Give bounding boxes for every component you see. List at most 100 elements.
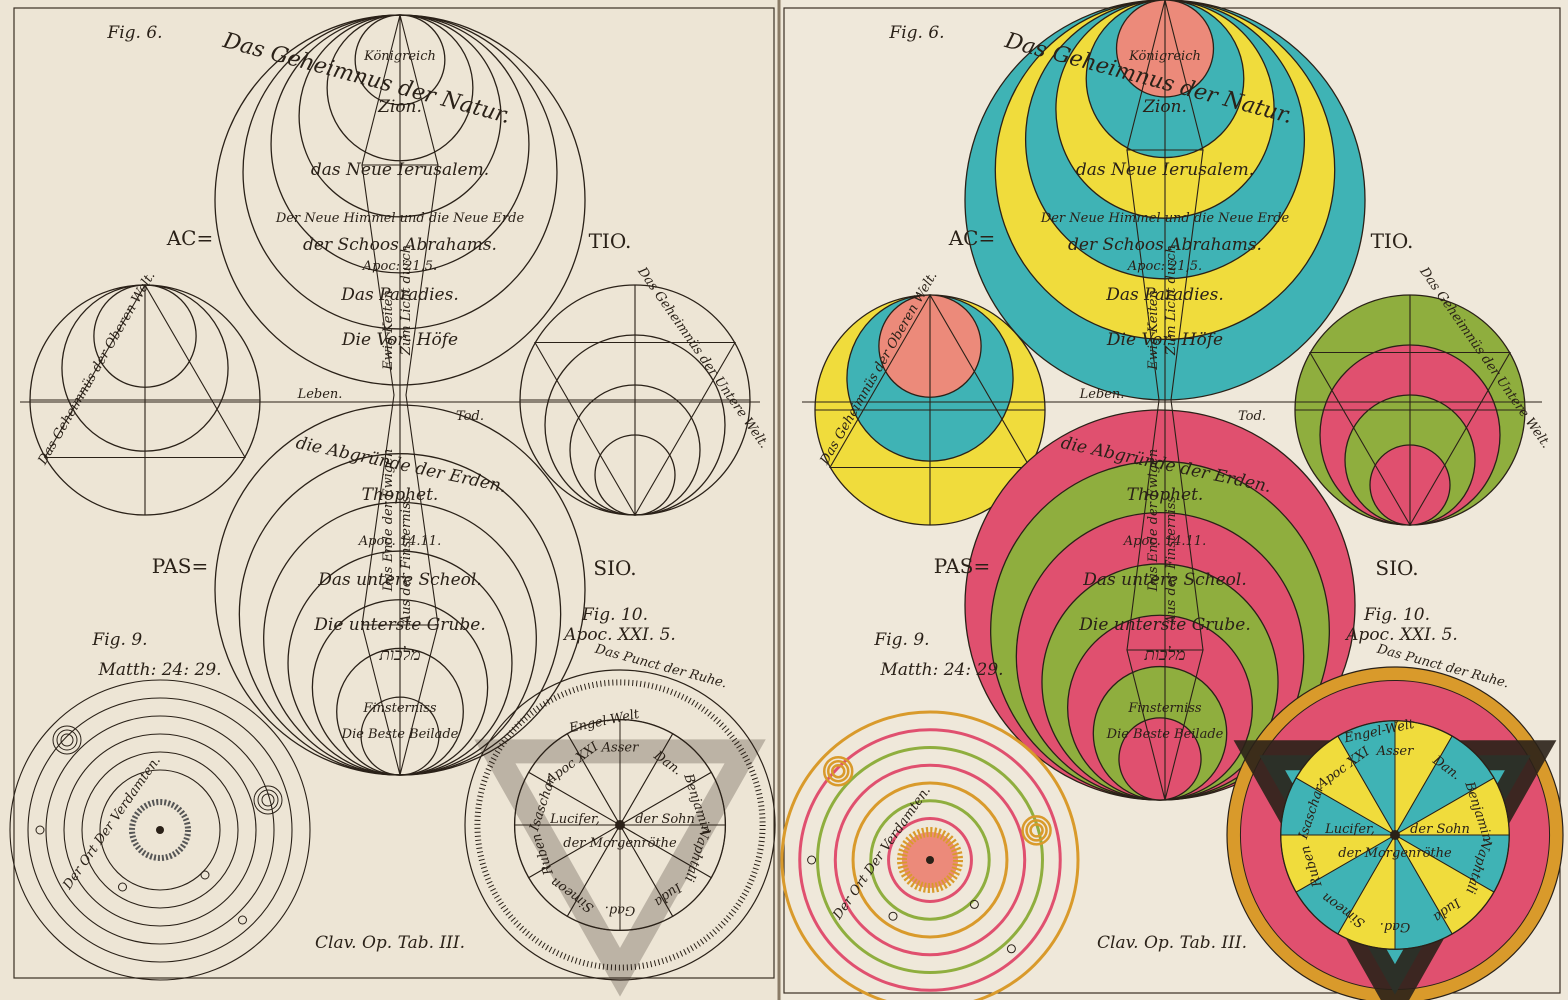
orbit [9,679,311,981]
right-tophet-label: Thophet. [1127,485,1204,505]
left-life-label: Leben. [297,387,343,402]
orbit [869,799,991,921]
center-point [1390,830,1400,840]
left-tribe-label: Gad. [605,903,636,918]
right-plate-label: Clav. Op. Tab. III. [1097,933,1247,953]
right-end-eternal-label: Das Ende der Ewigen [1146,449,1161,593]
left-morning-label: der Morgenröthe [563,836,677,851]
orbit [816,746,1044,974]
right-abraham-label: der Schoos Abrahams. [1068,235,1262,255]
right-fig9-ref: Matth: 24: 29. [879,660,1003,680]
right-apoc21-label: Apoc: 21,5. [1127,259,1202,274]
orbit [780,710,1080,1000]
funnel-line [361,164,395,626]
sun-center [156,826,164,834]
small-planet-icon [35,825,45,835]
left-pas-label: PAS= [152,554,209,578]
left-darkness-label: Finsterniss [362,701,437,716]
right-apoc14-label: Apoc. 14.11. [1123,534,1206,549]
planet-icon [56,729,78,751]
left-tophet-label: Thophet. [362,485,439,505]
funnel-line [405,164,439,626]
right-fig6-label: Fig. 6. [888,23,944,43]
small-planet-icon [200,870,210,880]
right-fig9-diagram [780,710,1080,1000]
right-tribe-label: Asser [1376,744,1414,759]
planet-icon [826,759,850,783]
left-death-label: Tod. [456,409,484,424]
right-lower-world-lines [1295,295,1525,527]
right-upper-world-lines [815,293,1045,525]
left-lucifer-label: Lucifer, [549,812,600,827]
right-from-darkness-label: Aus der Finsterniss [1164,496,1179,625]
small-planet-icon [888,911,898,921]
right-fig10-ref: Apoc. XXI. 5. [1344,625,1458,645]
left-from-darkness-label: Aus der Finsterniss [399,496,414,625]
apex-triangle [1126,649,1204,801]
orbit [798,728,1062,992]
planet-icon [257,789,279,811]
left-pit-label: Die unterste Grube. [313,615,485,635]
right-bottom-label: Die Beste Beilade [1106,727,1224,742]
left-fig10-label: Fig. 10. [581,605,648,625]
planet-icon [822,755,854,787]
left-fig10-diagram [464,669,776,997]
orbit [81,751,239,909]
apex-triangle [361,14,439,166]
planet-icon [1021,815,1052,846]
right-sio-label: SIO. [1375,556,1418,580]
left-bottom-label: Die Beste Beilade [341,727,459,742]
apex-triangle [361,624,439,776]
left-scheol-label: Das untere Scheol. [317,570,482,590]
right-pit-label: Die unterste Grube. [1078,615,1250,635]
right-to-light-label: Zum Licht durch [1164,245,1179,356]
left-to-light-label: Zum Licht durch [399,245,414,356]
left-ac-label: AC= [166,226,214,250]
right-courts-label: Die Vor- Höfe [1106,330,1223,350]
left-frame [13,7,775,979]
inner-ring [1280,720,1510,950]
left-fig6-label: Fig. 6. [106,23,162,43]
left-plate-label: Clav. Op. Tab. III. [315,933,465,953]
left-hourglass [361,14,439,776]
right-son-label: der Sohn [1410,822,1470,837]
hatched-ring [474,679,766,971]
center-point [615,820,625,830]
left-tribe-label: Asser [601,741,639,756]
outer-ring [464,669,776,981]
left-eternities-label: Ewig Keiten [381,290,396,371]
small-planet-icon [807,855,817,865]
left-end-eternal-label: Das Ende der Ewigen [381,449,396,593]
left-fig10-ref: Apoc. XXI. 5. [562,625,676,645]
right-kingdom-label: Königreich [1128,49,1201,64]
left-paradise-label: Das Paradies. [340,285,458,305]
funnel-line [1170,149,1204,651]
left-upper-world-lines [30,283,260,515]
planet-icon [253,785,283,815]
left-apoc21-label: Apoc: 21,5. [362,259,437,274]
sun-icon [129,799,191,861]
right-lucifer-label: Lucifer, [1324,822,1375,837]
left-son-label: der Sohn [635,812,695,827]
right-tio-label: TIO. [1371,229,1414,253]
sun-center [926,856,934,864]
right-ac-label: AC= [948,226,996,250]
planet-icon [52,725,82,755]
right-new-jerusalem-label: das Neue Ierusalem. [1076,160,1254,180]
right-tribe-label: Gad. [1380,919,1411,934]
left-courts-label: Die Vor- Höfe [341,330,458,350]
orbit [833,763,1027,957]
right-eternities-label: Ewig Keiten [1146,290,1161,371]
left-sio-label: SIO. [593,556,636,580]
planet-icon [261,793,275,807]
left-zion-label: Zion. [377,97,422,117]
funnel-line [1126,149,1160,651]
right-new-heaven-label: Der Neue Himmel und die Neue Erde [1040,211,1290,226]
right-hourglass [1126,0,1204,801]
right-darkness-label: Finsterniss [1127,701,1202,716]
right-fig10-label: Fig. 10. [1363,605,1430,625]
orbit [63,733,257,927]
left-fig9-label: Fig. 9. [91,630,147,650]
planet-icon [1025,819,1048,842]
left-tio-label: TIO. [589,229,632,253]
